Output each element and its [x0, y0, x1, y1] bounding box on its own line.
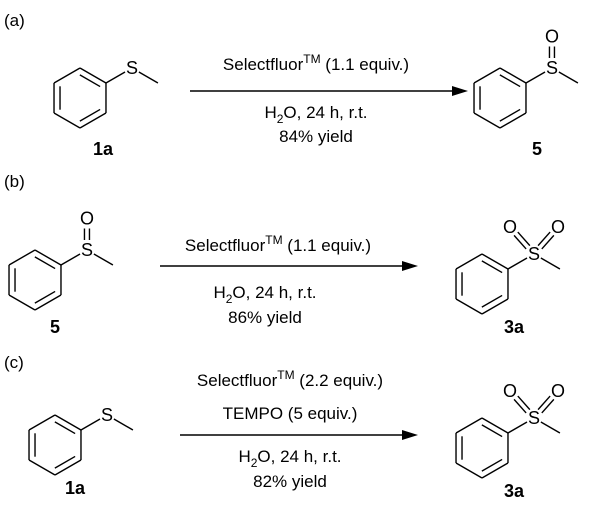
ring-bond [34, 249, 62, 266]
s-o-double-bond [537, 231, 551, 247]
aromatic-double-bond [499, 74, 521, 88]
aromatic-double-bond [79, 108, 101, 122]
ring-bond [499, 112, 527, 129]
arrow-head [402, 430, 418, 440]
s-methyl-bond [113, 418, 134, 431]
s-methyl-bond [93, 253, 114, 266]
sulfur-atom: S [126, 58, 138, 78]
c-s-bond [105, 71, 126, 84]
aromatic-double-bond [54, 421, 76, 435]
ring-bond [8, 294, 36, 311]
reagent-text: SelectfluorTM (2.2 equiv.) [197, 368, 383, 390]
reactant-molecule: S [53, 58, 159, 129]
oxygen-atom: O [551, 217, 565, 237]
s-o-double-bond [517, 395, 531, 411]
reagent-text: SelectfluorTM (1.1 equiv.) [185, 233, 371, 255]
s-methyl-bond [540, 421, 561, 434]
aromatic-double-bond [481, 424, 503, 438]
oxygen-atom: O [503, 217, 517, 237]
oxygen-atom: O [551, 381, 565, 401]
ring-bond [34, 294, 62, 311]
ring-bond [481, 298, 509, 315]
product-molecule: SO O [455, 217, 565, 315]
ring-bond [79, 67, 107, 84]
ring-bond [28, 459, 56, 476]
ring-bond [481, 462, 509, 479]
oxygen-atom: O [80, 209, 94, 229]
product-molecule: SO O [455, 381, 565, 479]
aromatic-double-bond [499, 108, 521, 122]
reactant-molecule: SO [8, 209, 114, 311]
product-molecule: SO [473, 27, 579, 129]
aromatic-double-bond [79, 74, 101, 88]
ring-bond [455, 462, 483, 479]
aromatic-double-bond [481, 458, 503, 472]
scheme-tag: (b) [4, 172, 25, 191]
c-s-bond [80, 418, 101, 431]
reagent-text: SelectfluorTM (1.1 equiv.) [223, 52, 409, 74]
scheme-a: (a) S 1a SelectfluorTM (1.1 equiv.) H2O,… [4, 11, 579, 159]
scheme-c: (c) S 1a SelectfluorTM (2.2 equiv.) TEMP… [4, 353, 565, 501]
compound-label: 3a [504, 317, 525, 337]
s-methyl-bond [558, 71, 579, 84]
s-o-double-bond [541, 234, 555, 250]
yield-text: 82% yield [253, 472, 327, 491]
aromatic-double-bond [34, 290, 56, 304]
ring-bond [8, 249, 36, 266]
sulfur-atom: S [528, 408, 540, 428]
ring-bond [54, 459, 82, 476]
ring-bond [28, 414, 56, 431]
ring-bond [79, 112, 107, 129]
solvent-text: H2O, 24 h, r.t. [264, 103, 367, 126]
solvent-text: H2O, 24 h, r.t. [213, 283, 316, 306]
yield-text: 84% yield [279, 127, 353, 146]
aromatic-double-bond [481, 294, 503, 308]
compound-label: 1a [93, 139, 114, 159]
ring-bond [455, 298, 483, 315]
s-o-double-bond [537, 395, 551, 411]
scheme-tag: (c) [4, 353, 24, 372]
s-o-double-bond [517, 231, 531, 247]
ring-bond [54, 414, 82, 431]
ring-bond [53, 112, 81, 129]
c-s-bond [525, 71, 546, 84]
sulfur-atom: S [101, 405, 113, 425]
solvent-text: H2O, 24 h, r.t. [238, 447, 341, 470]
ring-bond [499, 67, 527, 84]
compound-label: 5 [532, 139, 542, 159]
additive-text: TEMPO (5 equiv.) [223, 404, 358, 423]
s-o-double-bond [513, 234, 527, 250]
aromatic-double-bond [34, 256, 56, 270]
ring-bond [455, 253, 483, 270]
ring-bond [473, 67, 501, 84]
scheme-tag: (a) [4, 11, 25, 30]
c-s-bond [60, 253, 81, 266]
sulfur-atom: S [546, 58, 558, 78]
scheme-b: (b) SO 5 SelectfluorTM (1.1 equiv.) H2O,… [4, 172, 565, 337]
ring-bond [53, 67, 81, 84]
s-o-double-bond [541, 398, 555, 414]
c-s-bond [507, 257, 528, 270]
yield-text: 86% yield [228, 308, 302, 327]
compound-label: 1a [65, 478, 86, 498]
ring-bond [481, 253, 509, 270]
compound-label: 5 [50, 317, 60, 337]
aromatic-double-bond [481, 260, 503, 274]
aromatic-double-bond [54, 455, 76, 469]
oxygen-atom: O [503, 381, 517, 401]
reactant-molecule: S [28, 405, 134, 476]
ring-bond [473, 112, 501, 129]
s-methyl-bond [540, 257, 561, 270]
oxygen-atom: O [545, 27, 559, 47]
arrow-head [402, 261, 418, 271]
ring-bond [481, 417, 509, 434]
s-methyl-bond [138, 71, 159, 84]
c-s-bond [507, 421, 528, 434]
arrow-head [452, 86, 468, 96]
sulfur-atom: S [81, 240, 93, 260]
compound-label: 3a [504, 481, 525, 501]
sulfur-atom: S [528, 244, 540, 264]
ring-bond [455, 417, 483, 434]
s-o-double-bond [513, 398, 527, 414]
